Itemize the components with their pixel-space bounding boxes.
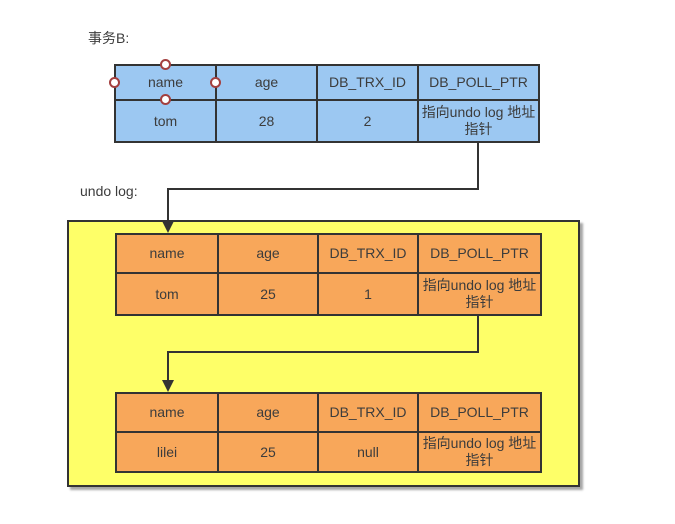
column-header-name[interactable]: name [115,392,219,433]
selection-handle-left[interactable] [109,77,120,88]
column-header-db-trx-id[interactable]: DB_TRX_ID [316,64,419,101]
column-header-db-poll-ptr[interactable]: DB_POLL_PTR [417,233,542,274]
cell-name[interactable]: lilei [115,431,219,473]
data-row: tom 28 2 指向undo log 地址指针 [114,99,540,143]
selection-handle-top[interactable] [160,59,171,70]
column-header-age[interactable]: age [217,392,319,433]
column-header-db-poll-ptr[interactable]: DB_POLL_PTR [417,392,542,433]
column-header-age[interactable]: age [217,233,319,274]
transaction-b-label: 事务B: [88,30,130,46]
column-header-db-trx-id[interactable]: DB_TRX_ID [317,233,419,274]
cell-name[interactable]: tom [115,272,219,316]
selection-handle-right[interactable] [210,77,221,88]
cell-age[interactable]: 28 [215,99,318,143]
cell-db-trx-id[interactable]: null [317,431,419,473]
undo-version-1-table[interactable]: name age DB_TRX_ID DB_POLL_PTR tom 25 1 … [115,233,542,316]
cell-db-trx-id[interactable]: 1 [317,272,419,316]
data-row: tom 25 1 指向undo log 地址指针 [115,272,542,316]
column-header-name[interactable]: name [115,233,219,274]
cell-age[interactable]: 25 [217,272,319,316]
cell-db-poll-ptr[interactable]: 指向undo log 地址指针 [417,99,540,143]
cell-db-poll-ptr[interactable]: 指向undo log 地址指针 [417,272,542,316]
header-row: name age DB_TRX_ID DB_POLL_PTR [114,64,540,101]
cell-db-trx-id[interactable]: 2 [316,99,419,143]
data-row: lilei 25 null 指向undo log 地址指针 [115,431,542,473]
transaction-b-table[interactable]: name age DB_TRX_ID DB_POLL_PTR tom 28 2 … [114,64,540,143]
column-header-db-poll-ptr[interactable]: DB_POLL_PTR [417,64,540,101]
header-row: name age DB_TRX_ID DB_POLL_PTR [115,233,542,274]
header-row: name age DB_TRX_ID DB_POLL_PTR [115,392,542,433]
cell-name[interactable]: tom [114,99,217,143]
column-header-db-trx-id[interactable]: DB_TRX_ID [317,392,419,433]
selection-handle-bottom[interactable] [160,94,171,105]
cell-db-poll-ptr[interactable]: 指向undo log 地址指针 [417,431,542,473]
undo-log-label: undo log: [80,183,138,199]
undo-version-2-table[interactable]: name age DB_TRX_ID DB_POLL_PTR lilei 25 … [115,392,542,473]
cell-age[interactable]: 25 [217,431,319,473]
column-header-age[interactable]: age [215,64,318,101]
